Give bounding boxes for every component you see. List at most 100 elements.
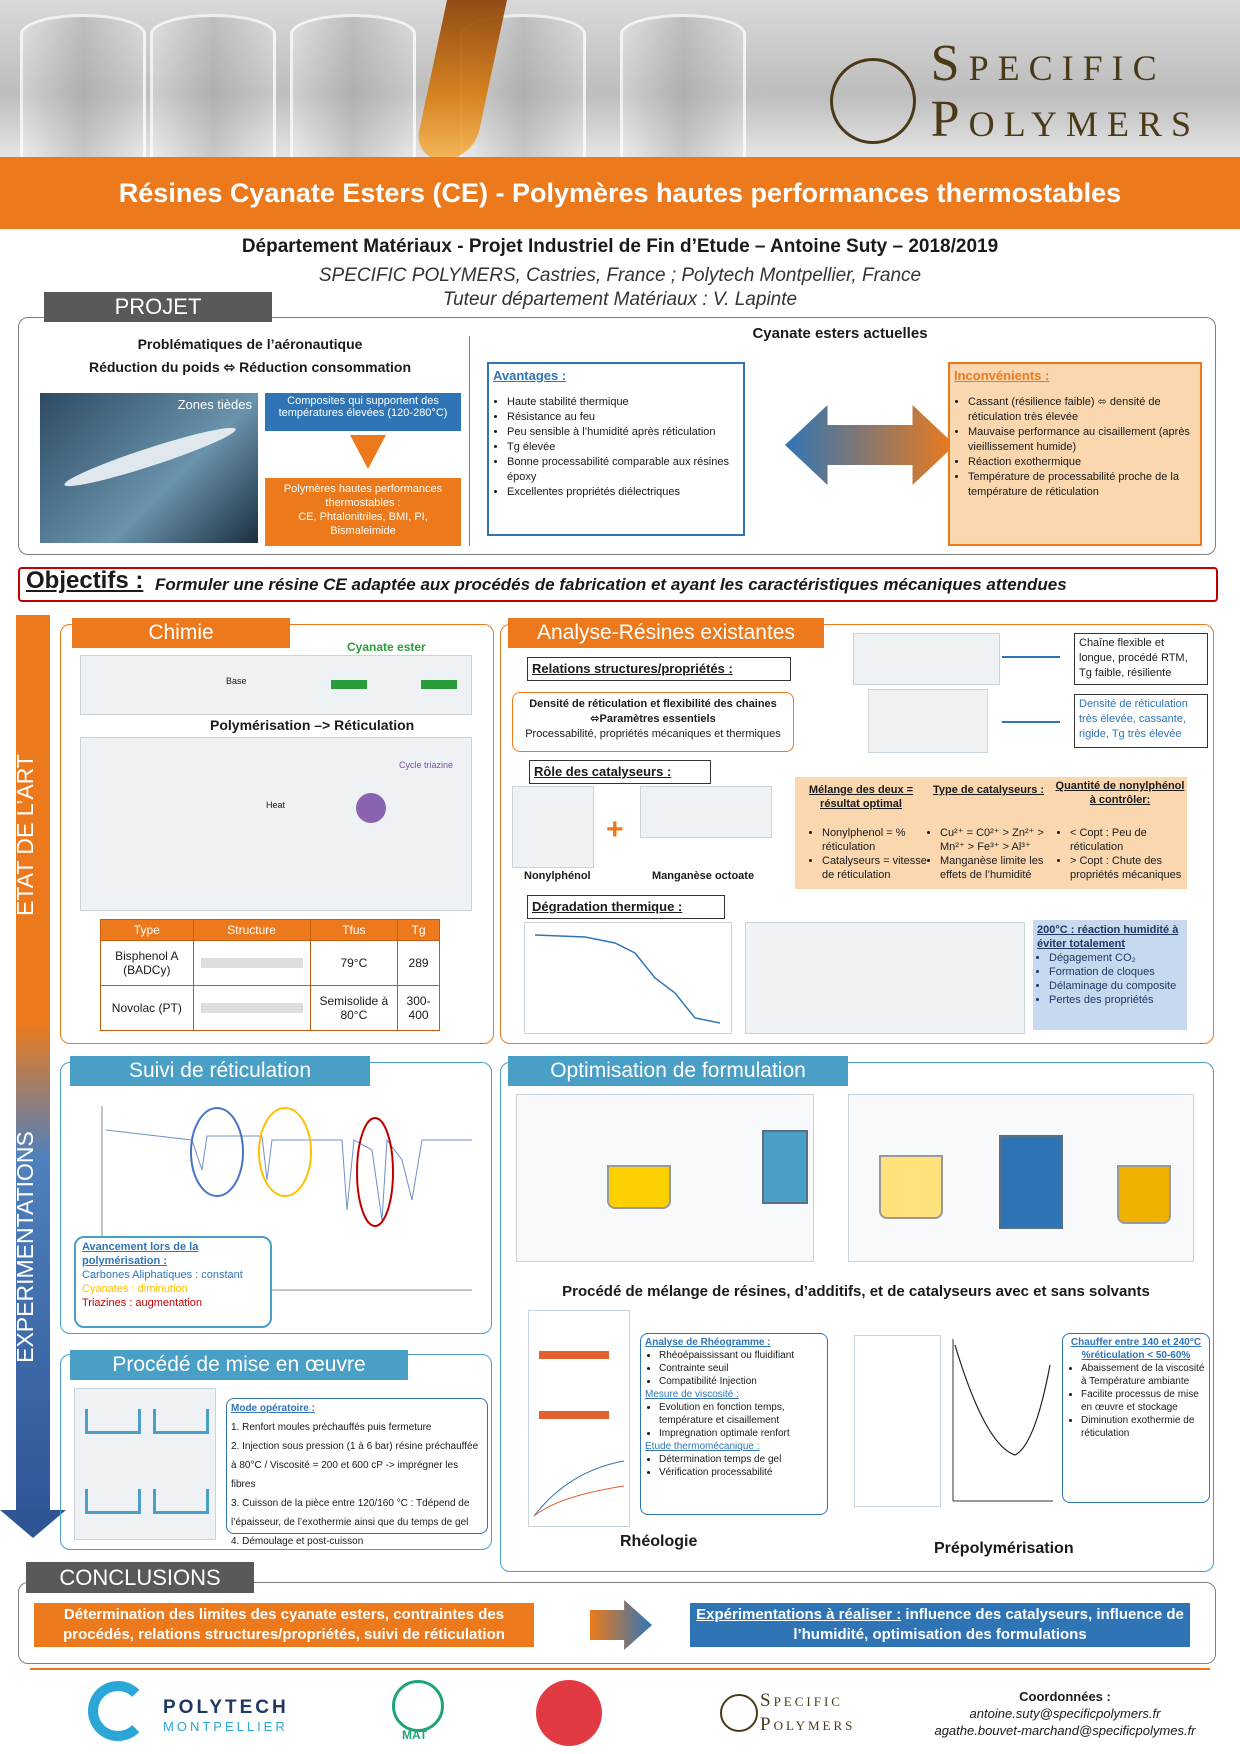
inconvenients-box: Inconvénients : Cassant (résilience faib… xyxy=(948,362,1202,546)
inconvenients-title: Inconvénients : xyxy=(954,368,1050,383)
structure-image xyxy=(192,940,311,986)
heat-label: Heat xyxy=(266,800,286,810)
rheologie-label: Rhéologie xyxy=(620,1533,698,1550)
quant-list: < Copt : Peu de réticulation > Copt : Ch… xyxy=(1056,826,1198,882)
arrow-down-icon xyxy=(0,1510,66,1538)
nonylphenol-structure xyxy=(512,786,594,868)
prepolymer-structure xyxy=(854,1335,941,1507)
divider xyxy=(469,336,470,546)
tga-curve-icon xyxy=(534,934,721,1024)
relations-title: Relations structures/propriétés : xyxy=(527,657,791,681)
cyanate-synthesis-diagram: Base xyxy=(80,655,472,715)
sidebar-etat-label: ETAT DE L’ART xyxy=(12,754,38,916)
type-title: Type de catalyseurs : xyxy=(933,784,1045,796)
conclusion-right: Expérimentations à réaliser : influence … xyxy=(690,1603,1190,1647)
beaker-icon xyxy=(607,1165,671,1209)
polytech-logo-icon xyxy=(88,1681,148,1741)
conclusions-section xyxy=(18,1582,1216,1664)
polymerisation-label: Polymérisation –> Réticulation xyxy=(210,717,415,733)
plus-icon: + xyxy=(606,813,624,846)
prepolym-label: Prépolymérisation xyxy=(934,1540,1074,1557)
ce-actuelles: Cyanate esters actuelles xyxy=(752,325,928,342)
thermoset-core-icon xyxy=(356,793,386,823)
analyse-section xyxy=(500,624,1214,1044)
rtm-process-diagram xyxy=(74,1388,216,1540)
test-tube-illustration xyxy=(620,14,746,157)
conclusion-left: Détermination des limites des cyanate es… xyxy=(34,1603,534,1647)
objectifs-label: Objectifs : xyxy=(26,567,144,594)
optim-section xyxy=(500,1062,1214,1572)
mixing-process-illustration xyxy=(516,1094,814,1262)
table-row: Bisphenol A (BADCy) 79°C 289 xyxy=(100,940,440,986)
cyanate-group-icon xyxy=(331,680,367,689)
arrow-right-icon xyxy=(1002,656,1060,658)
rheometer-diagram xyxy=(528,1310,630,1527)
deg200-box: 200°C : réaction humidité à éviter total… xyxy=(1033,920,1187,1030)
melange-list: Nonylphenol = % réticulation Catalyseurs… xyxy=(808,826,940,882)
prepolymer-chart xyxy=(945,1335,1055,1507)
chain-rigid-note: Densité de réticulation très élevée, cas… xyxy=(1074,694,1208,748)
poster-title: Résines Cyanate Esters (CE) - Polymères … xyxy=(0,157,1240,229)
densite-box: Densité de réticulation et flexibilité d… xyxy=(512,692,794,752)
avancement-box: Avancement lors de la polymérisation : C… xyxy=(74,1236,272,1328)
polymeres-box: Polymères hautes performances thermostab… xyxy=(265,478,461,546)
avantages-title: Avantages : xyxy=(493,368,567,383)
footer-brand: Specific Polymers xyxy=(760,1690,856,1735)
mat-logo: MAT xyxy=(402,1728,428,1742)
oven-icon xyxy=(999,1135,1063,1229)
mat-logo-icon xyxy=(392,1680,444,1732)
rheo-box: Analyse de Rhéogramme : Rhéoépaississant… xyxy=(640,1333,828,1515)
zones-label: Zones tièdes xyxy=(177,397,252,412)
problem-statement: Problématiques de l’aéronautique Réducti… xyxy=(88,336,412,375)
footer-divider xyxy=(30,1668,1210,1670)
melange-title: Mélange des deux = résultat optimal xyxy=(808,784,914,810)
manganese-label: Manganèse octoate xyxy=(652,870,755,882)
test-tube-illustration xyxy=(150,14,276,157)
cyanate-ester-label: Cyanate ester xyxy=(347,640,426,654)
chain-flexible-note: Chaîne flexible et longue, procédé RTM, … xyxy=(1074,633,1208,685)
email-link[interactable]: antoine.suty@specificpolymers.fr xyxy=(969,1706,1161,1721)
aircraft-icon xyxy=(61,420,239,494)
conclusions-heading: CONCLUSIONS xyxy=(26,1562,254,1593)
affiliation: SPECIFIC POLYMERS, Castries, France ; Po… xyxy=(318,265,922,286)
degradation-table-image xyxy=(745,922,1025,1034)
optim-heading: Optimisation de formulation xyxy=(508,1056,848,1086)
oven-icon xyxy=(762,1130,808,1204)
aircraft-thermal-image: Zones tièdes xyxy=(40,393,258,543)
arrow-down-icon xyxy=(350,435,386,469)
email-link[interactable]: agathe.bouvet-marchand@specificpolymes.f… xyxy=(934,1723,1196,1738)
flexible-chain-structure xyxy=(853,633,1000,685)
prepolymer-curve-icon xyxy=(952,1339,1053,1502)
suivi-heading: Suivi de réticulation xyxy=(70,1056,370,1086)
inconvenients-list: Cassant (résilience faible) ⬄ densité de… xyxy=(950,395,1200,500)
triazine-network-diagram: Cycle triazine Heat xyxy=(80,737,472,911)
cyanate-group-icon xyxy=(421,680,457,689)
objectifs-bar: Objectifs : Formuler une résine CE adapt… xyxy=(18,567,1218,602)
montpellier-label: MONTPELLIER xyxy=(163,1719,288,1734)
type-list: Cu²⁺ = C0²⁺ > Zn²⁺ > Mn²⁺ > Fe³⁺ > Al³⁺ … xyxy=(926,826,1065,882)
sidebar-arrow xyxy=(16,615,50,1520)
brand-logo-icon xyxy=(720,1694,758,1732)
resin-table: Type Structure Tfus Tg Bisphenol A (BADC… xyxy=(100,919,440,1031)
quant-title: Quantité de nonylphénol à contrôler: xyxy=(1055,780,1185,806)
nonylphenol-label: Nonylphénol xyxy=(524,870,591,882)
contact-block: Coordonnées : antoine.suty@specificpolym… xyxy=(900,1688,1230,1739)
chauffer-box: Chauffer entre 140 et 240°C %réticulatio… xyxy=(1062,1333,1210,1503)
test-tube-illustration xyxy=(290,14,416,157)
hero-banner: Specific Polymers xyxy=(0,0,1240,157)
tutor: Tuteur département Matériaux : V. Lapint… xyxy=(442,289,798,310)
catalyseurs-panel xyxy=(795,777,1187,889)
brand-logo-icon xyxy=(830,58,916,144)
manganese-structure xyxy=(640,786,772,838)
sidebar-exp-label: EXPÉRIMENTATIONS xyxy=(12,1131,38,1363)
structure-image xyxy=(192,985,311,1031)
cycle-triazine-label: Cycle triazine xyxy=(399,760,454,770)
university-logo-icon xyxy=(536,1680,602,1746)
polytech-logo: POLYTECH xyxy=(163,1697,289,1718)
rigid-network-structure xyxy=(868,689,988,753)
analyse-heading: Analyse-Résines existantes xyxy=(508,618,824,648)
composites-box: Composites qui supportent des températur… xyxy=(265,393,461,431)
poster-subtitle: Département Matériaux - Projet Industrie… xyxy=(241,236,999,257)
role-title: Rôle des catalyseurs : xyxy=(529,760,711,784)
test-tube-illustration xyxy=(20,14,146,157)
